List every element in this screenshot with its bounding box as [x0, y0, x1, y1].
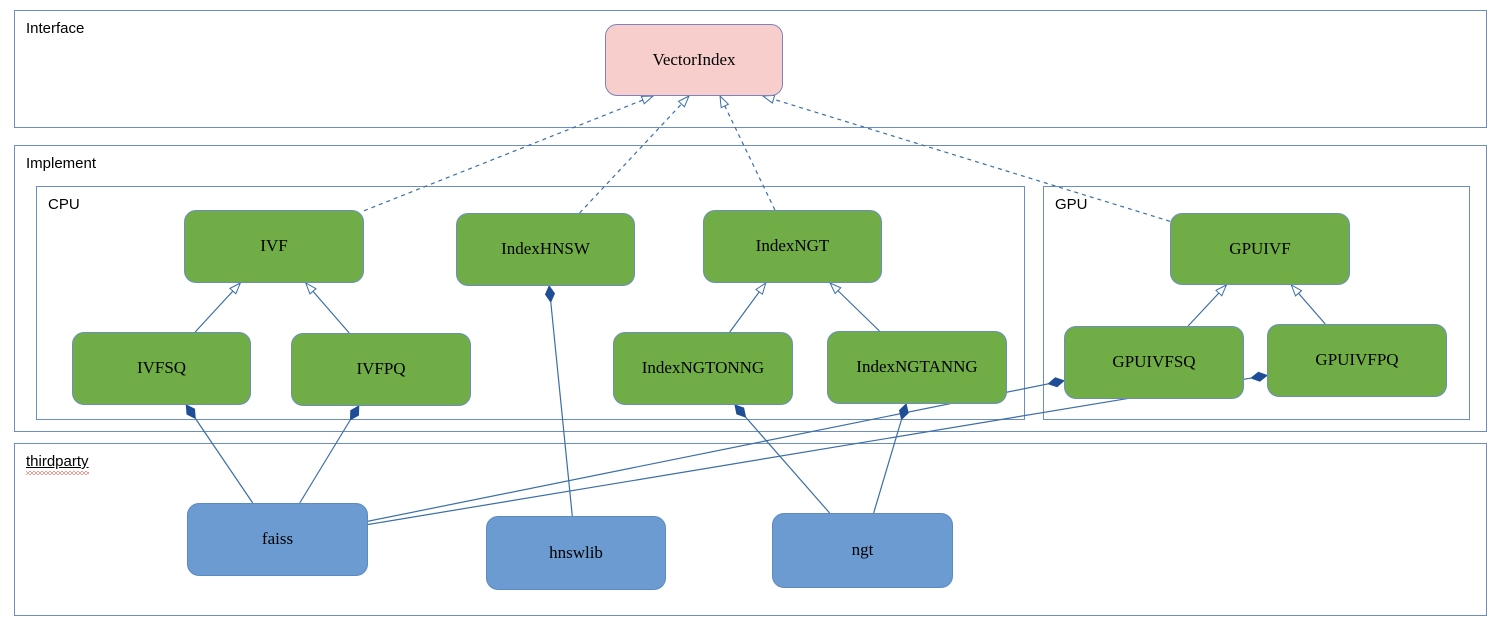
node-gpuivfpq[interactable]: GPUIVFPQ — [1267, 324, 1447, 397]
node-ivf[interactable]: IVF — [184, 210, 364, 283]
spellcheck-squiggle — [26, 471, 89, 475]
node-gpuivf[interactable]: GPUIVF — [1170, 213, 1350, 285]
node-hnswlib[interactable]: hnswlib — [486, 516, 666, 590]
frame-label-gpu: GPU — [1055, 196, 1088, 213]
frame-label-interface: Interface — [26, 20, 85, 37]
node-ivfsq[interactable]: IVFSQ — [72, 332, 251, 405]
node-indexngt[interactable]: IndexNGT — [703, 210, 882, 283]
node-indexhnsw[interactable]: IndexHNSW — [456, 213, 635, 286]
frame-label-thirdparty: thirdparty — [26, 453, 89, 470]
node-ngt[interactable]: ngt — [772, 513, 953, 588]
node-vectorindex[interactable]: VectorIndex — [605, 24, 783, 96]
node-indexngtanng[interactable]: IndexNGTANNG — [827, 331, 1007, 404]
frame-label-cpu: CPU — [48, 196, 80, 213]
frame-label-implement: Implement — [26, 155, 97, 172]
node-gpuivfsq[interactable]: GPUIVFSQ — [1064, 326, 1244, 399]
node-indexngtonng[interactable]: IndexNGTONNG — [613, 332, 793, 405]
node-ivfpq[interactable]: IVFPQ — [291, 333, 471, 406]
node-faiss[interactable]: faiss — [187, 503, 368, 576]
